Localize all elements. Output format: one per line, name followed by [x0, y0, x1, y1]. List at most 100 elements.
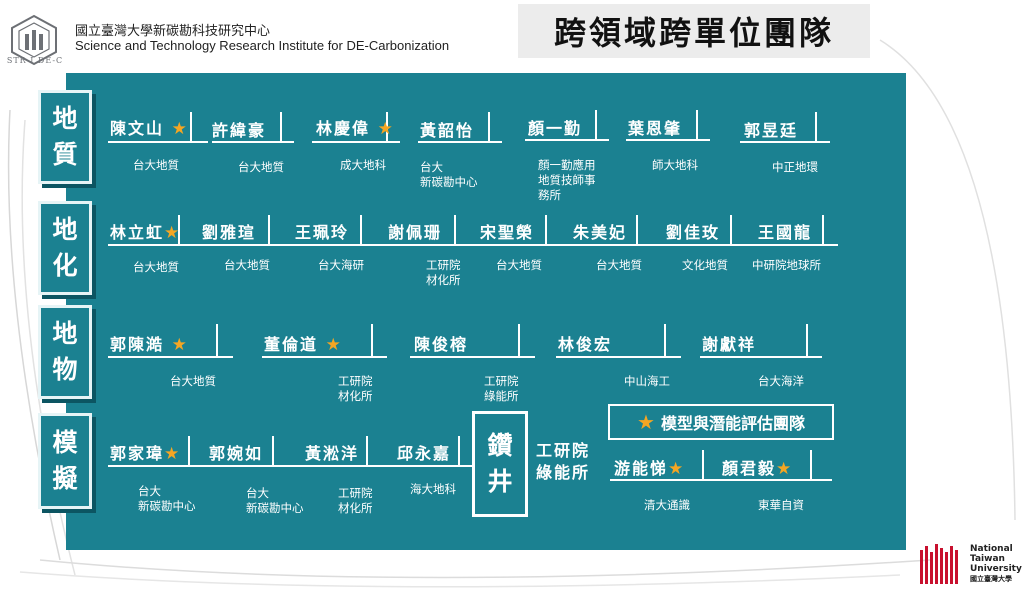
- member-name: 謝佩珊: [388, 223, 443, 242]
- page-title: 跨領域跨單位團隊: [553, 14, 834, 52]
- divider-line: [610, 479, 832, 481]
- divider-line: [108, 465, 476, 467]
- institute-name-en: Science and Technology Research Institut…: [75, 38, 450, 53]
- divider-line: [664, 324, 666, 357]
- member-affiliation: 台大地質: [133, 260, 179, 274]
- member-name: 游能悌★: [614, 459, 686, 479]
- category-simulation: 模 擬: [38, 413, 92, 509]
- category-char: 化: [52, 251, 78, 280]
- member-affiliation: 台大 新碳勘中心: [138, 484, 196, 513]
- member-affiliation: 中正地環: [772, 160, 818, 174]
- category-char: 物: [52, 355, 78, 384]
- star-icon: ★: [164, 444, 182, 464]
- member-affiliation: 文化地質: [682, 258, 728, 272]
- divider-line: [700, 356, 822, 358]
- divider-line: [178, 215, 180, 245]
- member-name: 宋聖榮: [480, 223, 535, 242]
- member-name: 郭家瑋★: [110, 444, 182, 464]
- star-icon: ★: [325, 335, 343, 355]
- member-affiliation: 中山海工: [624, 374, 670, 388]
- model-team-label: 模型與潛能評估團隊: [660, 414, 805, 433]
- divider-line: [366, 436, 368, 466]
- category-char: 地: [52, 104, 78, 133]
- divider-line: [488, 112, 490, 142]
- category-char: 模: [52, 428, 78, 457]
- member-name: 顏一勤: [528, 119, 583, 138]
- category-geophys: 地 物: [38, 305, 92, 399]
- member-name: 陳文山 ★: [110, 119, 189, 139]
- divider-line: [280, 112, 282, 142]
- member-name: 黃淞洋: [305, 444, 360, 463]
- star-icon: ★: [171, 119, 189, 139]
- member-name: 許緯豪: [212, 121, 267, 140]
- divider-line: [545, 215, 547, 245]
- stride-c-logo-icon: [11, 14, 57, 66]
- drilling-char: 鑽: [487, 431, 513, 460]
- member-affiliation: 東華自資: [758, 498, 804, 512]
- member-affiliation: 顏一勤應用 地質技師事 務所: [538, 158, 596, 202]
- divider-line: [806, 324, 808, 357]
- institute-name-zh: 國立臺灣大學新碳勘科技研究中心: [75, 24, 271, 39]
- divider-line: [268, 215, 270, 245]
- divider-line: [595, 110, 597, 140]
- drilling-box: 鑽 井: [472, 411, 528, 517]
- member-affiliation: 工研院 材化所: [338, 486, 373, 515]
- divider-line: [626, 139, 710, 141]
- member-name: 邱永嘉: [397, 444, 452, 463]
- ntu-name-line: University: [970, 564, 1022, 574]
- ntu-name-line: National: [970, 544, 1013, 554]
- category-geochem: 地 化: [38, 201, 92, 295]
- member-affiliation: 台大地質: [170, 374, 216, 388]
- member-affiliation: 師大地科: [652, 158, 698, 172]
- member-affiliation: 台大地質: [496, 258, 542, 272]
- drilling-char: 井: [487, 467, 513, 496]
- member-name: 林俊宏: [558, 335, 613, 354]
- member-name: 葉恩肇: [628, 119, 683, 138]
- member-affiliation: 台大海研: [318, 258, 364, 272]
- divider-line: [556, 356, 681, 358]
- member-name: 林慶偉 ★: [316, 119, 395, 139]
- divider-line: [272, 436, 274, 466]
- member-name: 劉雅瑄: [202, 223, 257, 242]
- category-char: 地: [52, 319, 78, 348]
- divider-line: [740, 141, 830, 143]
- member-name: 王國龍: [758, 223, 813, 242]
- member-name: 郭昱廷: [744, 121, 799, 140]
- divider-line: [190, 112, 192, 142]
- member-affiliation: 工研院 材化所: [338, 374, 373, 403]
- star-icon: ★: [668, 459, 686, 479]
- member-affiliation: 工研院 材化所: [426, 258, 461, 287]
- member-affiliation: 台大地質: [224, 258, 270, 272]
- drilling-affiliation: 工研院 綠能所: [536, 440, 590, 484]
- divider-line: [216, 324, 218, 357]
- divider-line: [410, 356, 535, 358]
- divider-line: [360, 215, 362, 245]
- ntu-name-line: 國立臺灣大學: [970, 575, 1012, 583]
- member-affiliation: 成大地科: [340, 158, 386, 172]
- member-affiliation: 台大地質: [596, 258, 642, 272]
- member-name: 朱美妃: [573, 223, 628, 242]
- divider-line: [108, 356, 233, 358]
- divider-line: [212, 141, 294, 143]
- ntu-name-line: Taiwan: [970, 554, 1005, 564]
- member-name: 王珮玲: [295, 223, 350, 242]
- divider-line: [518, 324, 520, 357]
- star-icon: ★: [164, 223, 182, 243]
- member-name: 黃韶怡: [420, 121, 475, 140]
- divider-line: [702, 450, 704, 480]
- divider-line: [108, 141, 208, 143]
- member-affiliation: 台大地質: [133, 158, 179, 172]
- member-affiliation: 台大 新碳勘中心: [420, 160, 478, 189]
- divider-line: [108, 244, 838, 246]
- divider-line: [188, 436, 190, 466]
- member-name: 劉佳玫: [666, 223, 721, 242]
- member-name: 林立虹★: [110, 223, 182, 243]
- member-affiliation: 台大地質: [238, 160, 284, 174]
- star-icon: ★: [377, 119, 395, 139]
- category-char: 質: [52, 140, 78, 169]
- member-affiliation: 台大海洋: [758, 374, 804, 388]
- member-name: 董倫道 ★: [264, 335, 343, 355]
- divider-line: [696, 110, 698, 140]
- category-char: 地: [52, 215, 78, 244]
- divider-line: [458, 436, 460, 466]
